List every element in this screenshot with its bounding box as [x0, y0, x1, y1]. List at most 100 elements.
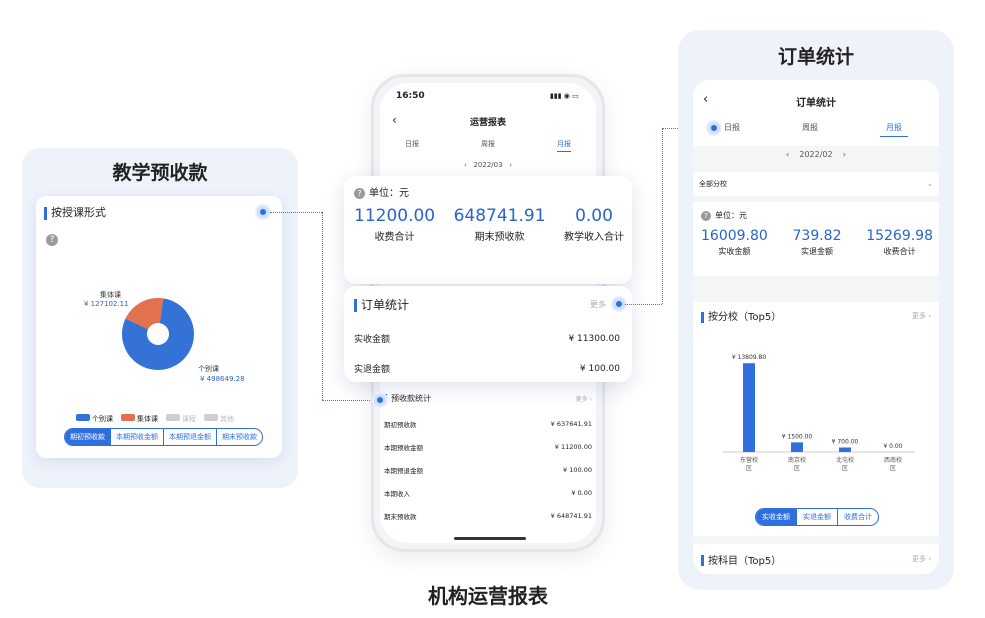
by-subject-card: 按科目（Top5） 更多 › — [693, 544, 939, 574]
orders-title: 订单统计 — [354, 296, 409, 313]
list-item-label: 本期收入 — [384, 489, 410, 498]
list-item: 本期预收金额 ¥ 11200.00 — [384, 435, 592, 458]
connector-line — [322, 400, 372, 401]
connector-line — [270, 212, 322, 213]
home-indicator — [454, 537, 526, 540]
tab-weekly[interactable]: 周报 — [802, 123, 818, 132]
list-item-label: 期初预收款 — [384, 420, 417, 429]
tab-refund[interactable]: 实退金额 — [796, 509, 837, 525]
back-arrow-icon[interactable]: ‹ — [392, 113, 397, 127]
list-item-label: 本期预退金额 — [384, 466, 423, 475]
x-tick-label: 区 — [794, 465, 800, 472]
pie-chart — [122, 298, 194, 370]
list-item-value: ¥ 11200.00 — [554, 442, 592, 451]
x-tick-label: 区 — [746, 465, 752, 472]
period-selector: ‹ 2022/03 › — [374, 161, 602, 169]
by-school-more-link[interactable]: 更多 › — [911, 311, 931, 320]
bar-value-label: ¥ 0.00 — [883, 443, 902, 450]
by-subject-more-link[interactable]: 更多 › — [911, 555, 931, 563]
tab-period-refund[interactable]: 本期预退金额 — [163, 429, 216, 445]
orders-more-link[interactable]: 更多 — [590, 300, 606, 309]
list-item-value: ¥ 100.00 — [563, 465, 592, 474]
tab-period-prepay[interactable]: 本期预收金额 — [110, 429, 163, 445]
tab-daily[interactable]: 日报 — [724, 123, 740, 132]
bar[interactable] — [743, 363, 755, 452]
pie-legend: 个别课 集体课 课程 其他 — [76, 414, 234, 424]
x-tick-label: 西南校 — [884, 456, 902, 464]
left-panel-title: 教学预收款 — [112, 162, 208, 184]
tab-monthly[interactable]: 月报 — [557, 139, 571, 152]
status-time: 16:50 — [396, 91, 425, 101]
tab-opening-prepay[interactable]: 期初预收款 — [65, 429, 110, 445]
bar[interactable] — [791, 442, 803, 452]
orders-connector-dot — [613, 298, 625, 310]
tab-received[interactable]: 实收金额 — [756, 509, 796, 525]
orders-card: 订单统计 更多 实收金额¥ 11300.00 实退金额¥ 100.00 — [344, 286, 632, 382]
list-item-value: ¥ 648741.91 — [550, 511, 592, 520]
list-item-label: 期末预收款 — [384, 512, 417, 521]
next-period-icon[interactable]: › — [842, 150, 846, 159]
list-item: 期初预收款¥ 637641.91 — [384, 412, 592, 435]
connector-line — [322, 212, 323, 400]
bar-value-label: ¥ 13809.80 — [732, 354, 767, 361]
pie-label-group-value: ¥ 127102.11 — [84, 300, 129, 308]
orders-row-received: 实收金额¥ 11300.00 — [354, 333, 620, 346]
info-icon: ? — [354, 188, 365, 199]
prepay-more-link[interactable]: 更多 › — [575, 396, 592, 403]
tab-daily[interactable]: 日报 — [405, 140, 419, 148]
prepay-title: 预收款统计 — [384, 393, 431, 404]
prev-period-icon[interactable]: ‹ — [786, 150, 790, 159]
connector-line — [625, 304, 662, 305]
chevron-down-icon: ⌄ — [927, 180, 933, 188]
period-selector: ‹ 2022/02 › — [693, 150, 939, 159]
prepay-connector-dot — [374, 394, 386, 406]
list-item-label: 本期预收金额 — [384, 443, 423, 452]
left-card: 按授课形式 ? 集体课 ¥ 127102.11 个别课 ¥ 498649.28 … — [36, 196, 282, 458]
prev-period-icon[interactable]: ‹ — [463, 161, 467, 169]
tab-fee-total[interactable]: 收费合计 — [837, 509, 878, 525]
legend-item[interactable]: 个别课 — [76, 414, 113, 424]
list-item: 本期收入 ¥ 0.00 — [384, 481, 592, 504]
card-title: 按授课形式 — [44, 204, 106, 220]
right-screen: ‹ 订单统计 日报 周报 月报 ‹ 2022/02 › 全部分校⌄ ?单位：元 … — [693, 80, 939, 574]
unit-label: ?单位：元 — [354, 184, 409, 199]
right-tabs: 日报 周报 月报 — [693, 122, 939, 137]
school-filter[interactable]: 全部分校⌄ — [693, 172, 939, 196]
x-tick-label: 北屯校 — [836, 456, 854, 464]
bar-value-label: ¥ 1500.00 — [782, 433, 813, 440]
by-school-title: 按分校（Top5） — [701, 308, 781, 323]
bar[interactable] — [839, 447, 851, 453]
legend-item[interactable]: 集体课 — [121, 414, 158, 424]
tab-monthly[interactable]: 月报 — [880, 122, 908, 137]
list-item: 期末预收款 ¥ 648741.91 — [384, 504, 592, 527]
tab-closing-prepay[interactable]: 期末预收款 — [216, 429, 262, 445]
question-circle-icon[interactable]: ? — [46, 234, 58, 246]
info-icon: ? — [701, 211, 711, 221]
orders-row-refund: 实退金额¥ 100.00 — [354, 363, 620, 376]
pie-label-group-name: 集体课 — [100, 291, 121, 299]
prepay-card: 预收款统计 更多 › 期初预收款¥ 637641.91 本期预收金额 ¥ 11200… — [384, 393, 592, 543]
x-tick-label: 区 — [890, 465, 896, 472]
legend-item[interactable]: 其他 — [204, 414, 234, 424]
back-arrow-icon[interactable]: ‹ — [703, 92, 709, 107]
x-tick-label: 区 — [842, 465, 848, 472]
x-tick-label: 南京校 — [788, 456, 806, 464]
left-tabs: 期初预收款 本期预收金额 本期预退金额 期末预收款 — [64, 428, 263, 446]
by-subject-title: 按科目（Top5） — [701, 552, 781, 567]
prepay-list: 期初预收款¥ 637641.91 本期预收金额 ¥ 11200.00 本期预退金额 ¥ … — [384, 412, 592, 527]
left-connector-dot — [257, 206, 269, 218]
next-period-icon[interactable]: › — [509, 161, 513, 169]
tab-weekly[interactable]: 周报 — [481, 140, 495, 148]
bar-chart-tabs: 实收金额 实退金额 收费合计 — [755, 508, 879, 526]
list-item-value: ¥ 0.00 — [571, 488, 592, 497]
caption: 机构运营报表 — [428, 584, 548, 608]
legend-item[interactable]: 课程 — [166, 414, 196, 424]
